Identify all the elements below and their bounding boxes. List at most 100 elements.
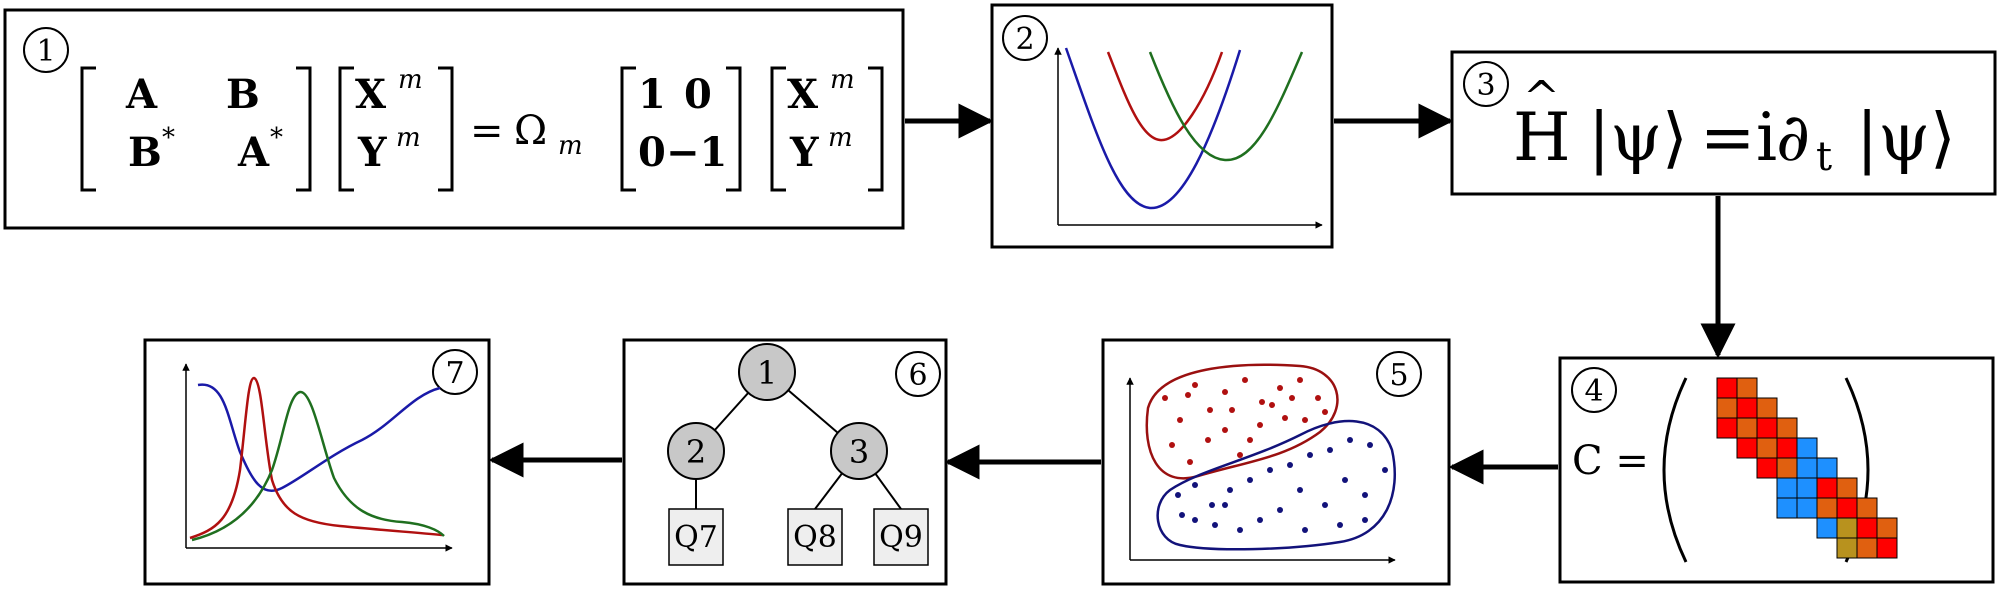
- ket-psi-left: |ψ⟩: [1588, 99, 1688, 176]
- svg-text:2: 2: [686, 433, 706, 471]
- scatter-dot: [1347, 437, 1353, 443]
- scatter-dot: [1237, 527, 1243, 533]
- scatter-dot: [1209, 502, 1215, 508]
- scatter-dot: [1192, 517, 1198, 523]
- matrix-cell: [1796, 497, 1818, 519]
- hamiltonian-H: H: [1513, 99, 1571, 176]
- matrix-cell: [1736, 377, 1758, 399]
- matrix-cell: [1736, 397, 1758, 419]
- svg-text:*: *: [270, 123, 283, 153]
- matrix-cell: [1836, 537, 1858, 559]
- scatter-dot: [1247, 437, 1253, 443]
- matrix-cell: [1716, 417, 1738, 439]
- cluster-blue-dots: [1175, 437, 1388, 533]
- tree-node-3: 3: [830, 422, 888, 480]
- paren-left: [1662, 377, 1688, 563]
- matrix-cell: [1796, 477, 1818, 499]
- matrix-cell: [1776, 417, 1798, 439]
- scatter-dot: [1289, 395, 1295, 401]
- hat-accent: ^: [1523, 72, 1560, 123]
- spectrum-red: [189, 376, 443, 540]
- matrix-Astar: A: [237, 129, 270, 176]
- omega-symbol: Ω: [514, 108, 547, 154]
- ket-psi-right: |ψ⟩: [1856, 99, 1956, 176]
- matrix-cell: [1796, 437, 1818, 459]
- step-6-badge: 6: [895, 351, 941, 397]
- vector-Y-1: Y: [357, 129, 387, 176]
- scatter-dot: [1382, 467, 1388, 473]
- step-5-box: 5: [1101, 338, 1451, 586]
- imaginary-i: i: [1756, 99, 1777, 176]
- vector-Y-2: Y: [789, 129, 819, 176]
- matrix-Bstar: B: [128, 129, 162, 176]
- scatter-dot: [1179, 512, 1185, 518]
- scatter-dot: [1185, 392, 1191, 398]
- scatter-dot: [1259, 399, 1265, 405]
- matrix-cell: [1856, 537, 1878, 559]
- svg-text:m: m: [396, 123, 421, 153]
- scatter-dot: [1222, 427, 1228, 433]
- vector-X-1: X: [355, 71, 386, 118]
- scatter-dot: [1277, 385, 1283, 391]
- curve-green: [1148, 51, 1304, 162]
- svg-text:0: 0: [684, 71, 712, 118]
- scatter-dot: [1277, 507, 1283, 513]
- matrix-cell: [1756, 397, 1778, 419]
- matrix-cell: [1856, 517, 1878, 539]
- scatter-dot: [1315, 395, 1321, 401]
- scatter-dot: [1267, 467, 1273, 473]
- matrix-A: A: [125, 71, 158, 118]
- svg-text:1: 1: [638, 71, 666, 118]
- curve-blue: [1064, 47, 1242, 210]
- scatter-dot: [1302, 527, 1308, 533]
- svg-text:m: m: [830, 65, 855, 95]
- step-2-box: 2: [990, 3, 1334, 249]
- step-1-badge: 1: [23, 27, 69, 73]
- matrix-cell: [1836, 477, 1858, 499]
- scatter-dot: [1162, 395, 1168, 401]
- step-7-badge: 7: [432, 349, 478, 395]
- scatter-dot: [1192, 382, 1198, 388]
- scatter-dot: [1222, 389, 1228, 395]
- step-7-box: 7: [143, 338, 491, 586]
- svg-text:Q7: Q7: [674, 520, 718, 555]
- scatter-dot: [1229, 407, 1235, 413]
- matrix-cell: [1816, 497, 1838, 519]
- scatter-dot: [1282, 415, 1288, 421]
- tree-leaf-q7: Q7: [668, 508, 724, 566]
- svg-text:m: m: [558, 131, 583, 161]
- matrix-cell: [1776, 497, 1798, 519]
- step-2-badge: 2: [1002, 15, 1048, 61]
- scatter-dot: [1257, 422, 1263, 428]
- matrix-cell: [1736, 437, 1758, 459]
- step-3-badge: 3: [1463, 61, 1509, 107]
- svg-text:*: *: [162, 123, 175, 153]
- matrix-cell: [1876, 517, 1898, 539]
- cluster-blue-boundary: [1156, 419, 1396, 551]
- scatter-dot: [1257, 517, 1263, 523]
- matrix-cell: [1756, 457, 1778, 479]
- cluster-red-boundary: [1145, 363, 1339, 480]
- matrix-B: B: [226, 71, 260, 118]
- spectrum-blue: [197, 383, 441, 492]
- matrix-cell: [1796, 457, 1818, 479]
- scatter-dot: [1342, 477, 1348, 483]
- svg-text:2: 2: [1015, 22, 1034, 57]
- matrix-cell: [1776, 477, 1798, 499]
- svg-text:−1: −1: [666, 129, 727, 176]
- cluster-red-dots: [1162, 377, 1328, 465]
- matrix-cell: [1776, 457, 1798, 479]
- matrix-cell: [1756, 437, 1778, 459]
- matrix-cell: [1716, 377, 1738, 399]
- scatter-dot: [1207, 407, 1213, 413]
- scatter-dot: [1367, 442, 1373, 448]
- scatter-dot: [1307, 452, 1313, 458]
- matrix-C-label: C =: [1572, 438, 1649, 484]
- svg-text:1: 1: [36, 34, 55, 69]
- scatter-dot: [1177, 417, 1183, 423]
- matrix-cell: [1816, 517, 1838, 539]
- matrix-cell: [1836, 517, 1858, 539]
- matrix-cell: [1716, 397, 1738, 419]
- matrix-cell: [1856, 497, 1878, 519]
